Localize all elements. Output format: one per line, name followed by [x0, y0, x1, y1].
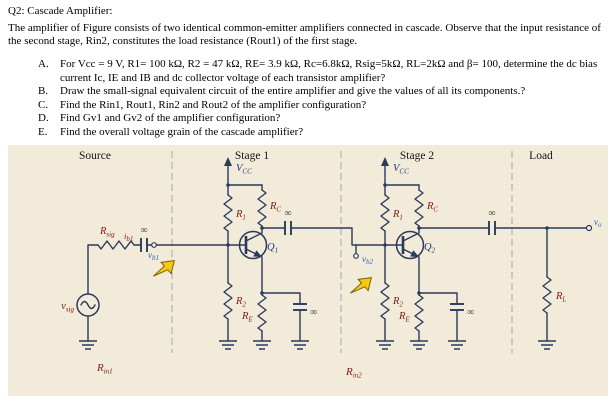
- header-load: Load: [529, 150, 553, 162]
- item-text: Find the Rin1, Rout1, Rin2 and Rout2 of …: [60, 98, 367, 111]
- vb1-terminal: [151, 242, 157, 248]
- problem-title: Q2: Cascade Amplifier:: [8, 5, 113, 17]
- question-item-b: B. Draw the small-signal equivalent circ…: [8, 85, 604, 99]
- item-label: E.: [38, 126, 48, 138]
- interstage-coupling: ∞ vb2 Rin2: [261, 208, 404, 380]
- rin2-label: Rin2: [345, 366, 362, 380]
- vcc-supply-stage1: VCC: [224, 157, 252, 186]
- section-dividers: [171, 151, 513, 353]
- q2-label: Q2: [424, 242, 436, 255]
- figure-background: [8, 145, 608, 396]
- item-label: D.: [38, 112, 49, 125]
- wire: [87, 244, 99, 295]
- junction-dot: [226, 243, 230, 247]
- vcc-label-stage2: VCC: [393, 163, 409, 176]
- infinity-label: ∞: [310, 307, 317, 318]
- vo-terminal: [585, 224, 593, 232]
- item-text: For Vcc = 9 V, R1= 100 kΩ, R2 = 47 kΩ, R…: [60, 57, 598, 84]
- header-stage1: Stage 1: [235, 150, 269, 162]
- r1-label-stage2: R1: [392, 209, 403, 222]
- problem-statement: Q2: Cascade Amplifier: The amplifier of …: [8, 5, 604, 140]
- infinity-label: ∞: [488, 208, 495, 219]
- section-headers: Source Stage 1 Stage 2 Load: [79, 150, 553, 162]
- r2-label-stage1: R2: [235, 296, 246, 309]
- infinity-label: ∞: [284, 208, 291, 219]
- wire: [418, 292, 458, 342]
- infinity-label: ∞: [140, 225, 147, 236]
- transistor-circle: [238, 230, 268, 260]
- junction-dot: [417, 291, 421, 295]
- header-source: Source: [79, 150, 111, 162]
- transistor-circle: [395, 230, 425, 260]
- vo-label: vo: [594, 217, 602, 229]
- item-label: A.: [38, 57, 49, 70]
- wire: [261, 292, 301, 342]
- capacitor-bypass-stage2: ∞: [450, 303, 474, 318]
- junction-dot: [383, 243, 387, 247]
- header-stage2: Stage 2: [400, 150, 434, 162]
- question-item-d: D. Find Gv1 and Gv2 of the amplifier con…: [8, 112, 604, 126]
- vb2-label: vb2: [362, 254, 374, 266]
- question-list: A. For Vcc = 9 V, R1= 100 kΩ, R2 = 47 kΩ…: [8, 58, 604, 140]
- junction-dot: [260, 291, 264, 295]
- ib1-label: ib1: [124, 231, 133, 243]
- vb2-terminal: [353, 253, 359, 259]
- transistor-q1: Q1: [238, 227, 278, 296]
- r2-label-stage2: R2: [392, 296, 403, 309]
- question-item-e: E. Find the overall voltage grain of the…: [8, 126, 604, 140]
- rin1-label: Rin1: [96, 362, 113, 376]
- vcc-arrow-icon: [381, 157, 389, 166]
- load-section: ∞ vo RL: [418, 208, 602, 350]
- problem-intro: The amplifier of Figure consists of two …: [8, 21, 601, 48]
- cascade-amplifier-schematic: Source Stage 1 Stage 2 Load vsig Rsig ib…: [8, 145, 608, 396]
- stage2-section: VCC R1 RC R2 Q2 RE ∞: [375, 157, 474, 350]
- source-section: vsig Rsig ib1 ∞ vb1 Rin1: [61, 225, 247, 376]
- rc-label-stage1: RC: [269, 201, 281, 214]
- emitter-arrow-icon: [410, 250, 419, 257]
- vsig-label: vsig: [61, 301, 74, 314]
- rl-label: RL: [555, 291, 566, 304]
- emitter-arrow-icon: [253, 250, 262, 257]
- item-text: Draw the small-signal equivalent circuit…: [60, 85, 526, 98]
- rc-label-stage2: RC: [426, 201, 438, 214]
- stage1-section: VCC R1 RC R2 Q1 RE ∞: [218, 157, 317, 350]
- capacitor-bypass-stage1: ∞: [293, 303, 317, 318]
- junction-dot: [383, 183, 387, 187]
- vcc-label-stage1: VCC: [236, 163, 252, 176]
- question-item-c: C. Find the Rin1, Rout1, Rin2 and Rout2 …: [8, 99, 604, 113]
- question-item-a: A. For Vcc = 9 V, R1= 100 kΩ, R2 = 47 kΩ…: [8, 58, 604, 85]
- rsig-label: Rsig: [99, 226, 115, 239]
- junction-dot: [226, 183, 230, 187]
- re-label-stage2: RE: [398, 311, 410, 324]
- vcc-arrow-icon: [224, 157, 232, 166]
- transistor-q2: Q2: [395, 227, 436, 296]
- q1-label: Q1: [267, 242, 278, 255]
- item-label: B.: [38, 85, 49, 98]
- sine-symbol: [80, 300, 96, 310]
- r1-label-stage1: R1: [235, 209, 246, 222]
- vb1-label: vb1: [148, 250, 159, 262]
- vcc-supply-stage2: VCC: [381, 157, 409, 186]
- re-label-stage1: RE: [241, 311, 253, 324]
- infinity-label: ∞: [467, 307, 474, 318]
- circuit-figure: Source Stage 1 Stage 2 Load vsig Rsig ib…: [0, 145, 608, 397]
- wire: [290, 227, 404, 246]
- item-label: C.: [38, 98, 49, 111]
- item-text: Find Gv1 and Gv2 of the amplifier config…: [60, 112, 281, 125]
- item-text: Find the overall voltage grain of the ca…: [60, 126, 304, 138]
